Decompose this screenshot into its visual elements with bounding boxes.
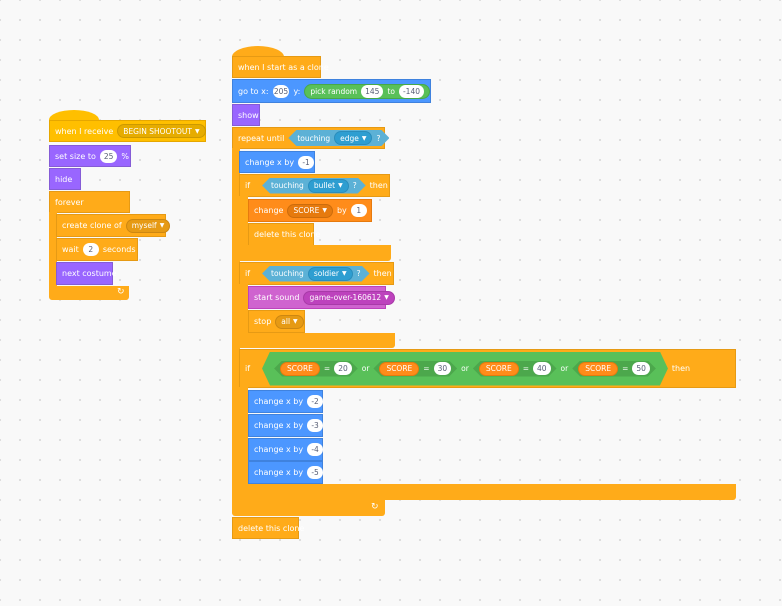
clone-target-dropdown[interactable]: myself▼ — [125, 218, 171, 233]
sound-dropdown[interactable]: game-over-160612▼ — [303, 290, 395, 305]
change-x-block-3[interactable]: change x by -3 — [248, 414, 324, 437]
chevron-down-icon: ▼ — [322, 207, 327, 214]
or-boolean-chain[interactable]: SCORE = 20 or SCORE = 30 or SCORE = 40 o… — [262, 352, 668, 386]
change-x-block-2[interactable]: change x by -2 — [248, 390, 324, 413]
score-equals-50[interactable]: SCORE = 50 — [572, 361, 656, 377]
message-dropdown[interactable]: BEGIN SHOOTOUT▼ — [117, 124, 206, 138]
hide-block[interactable]: hide — [49, 168, 81, 190]
delete-this-clone-block[interactable]: delete this clone — [232, 517, 304, 539]
chevron-down-icon: ▼ — [159, 222, 165, 229]
loop-arrow-icon: ↻ — [117, 287, 125, 297]
touching-bullet-boolean[interactable]: touching bullet▼ ? — [262, 178, 366, 194]
forever-block[interactable]: forever — [49, 191, 130, 213]
score-reporter[interactable]: SCORE — [578, 362, 618, 376]
if3-arm — [239, 387, 248, 500]
equals-input-3[interactable]: 40 — [533, 362, 551, 375]
bullet-dropdown[interactable]: bullet▼ — [308, 179, 349, 193]
pick-random-reporter[interactable]: pick random 145 to -140 — [304, 83, 430, 99]
if-touching-soldier-block[interactable]: if touching soldier▼ ? then — [239, 262, 394, 285]
edge-dropdown[interactable]: edge▼ — [334, 131, 372, 145]
chevron-down-icon: ▼ — [361, 134, 367, 142]
x-input[interactable]: 205 — [272, 84, 290, 98]
change-x-block-4[interactable]: change x by -4 — [248, 438, 324, 461]
when-i-receive-block[interactable]: when I receive BEGIN SHOOTOUT▼ — [49, 120, 206, 142]
score-reporter[interactable]: SCORE — [280, 362, 320, 376]
change-x-input[interactable]: -1 — [298, 155, 315, 169]
score-reporter[interactable]: SCORE — [479, 362, 519, 376]
forever-bottom — [49, 286, 129, 300]
if-score-or-block[interactable]: if SCORE = 20 or SCORE = 30 or SCORE = 4… — [239, 349, 736, 388]
create-clone-block[interactable]: create clone of myself▼ — [56, 214, 171, 237]
equals-input-4[interactable]: 50 — [632, 362, 650, 375]
when-i-start-as-clone-block[interactable]: when I start as a clone — [232, 56, 329, 78]
equals-input-1[interactable]: 20 — [334, 362, 352, 375]
if1-arm — [239, 196, 248, 261]
repeat-arm — [232, 148, 240, 504]
score-equals-30[interactable]: SCORE = 30 — [373, 361, 457, 377]
score-equals-40[interactable]: SCORE = 40 — [473, 361, 557, 377]
go-to-xy-block[interactable]: go to x: 205 y: pick random 145 to -140 — [232, 79, 431, 103]
score-equals-20[interactable]: SCORE = 20 — [274, 361, 358, 377]
forever-arm — [49, 212, 57, 288]
chevron-down-icon: ▼ — [338, 182, 343, 189]
chevron-down-icon: ▼ — [384, 294, 389, 301]
size-input[interactable]: 25 — [99, 149, 118, 163]
chevron-down-icon: ▼ — [293, 318, 298, 325]
stop-option-dropdown[interactable]: all▼ — [275, 314, 304, 329]
repeat-bottom — [232, 500, 385, 516]
change-x-input-4[interactable]: -4 — [307, 443, 324, 456]
if1-bottom — [239, 245, 391, 261]
loop-arrow-icon: ↻ — [371, 502, 379, 512]
set-size-block[interactable]: set size to 25 % — [49, 145, 131, 167]
equals-input-2[interactable]: 30 — [434, 362, 452, 375]
change-x-block[interactable]: change x by -1 — [239, 151, 315, 173]
change-x-input-2[interactable]: -2 — [307, 395, 324, 408]
if2-bottom — [239, 333, 395, 348]
wait-input[interactable]: 2 — [82, 243, 99, 256]
change-x-input-3[interactable]: -3 — [307, 419, 324, 432]
change-x-block-5[interactable]: change x by -5 — [248, 461, 324, 484]
show-block[interactable]: show — [232, 104, 260, 126]
if3-bottom — [239, 484, 736, 500]
if-touching-bullet-block[interactable]: if touching bullet▼ ? then — [239, 174, 390, 197]
touching-edge-boolean[interactable]: touching edge▼ ? — [288, 130, 389, 146]
repeat-until-block[interactable]: repeat until touching edge▼ ? — [232, 127, 385, 149]
change-x-input-5[interactable]: -5 — [307, 466, 324, 479]
chevron-down-icon: ▼ — [341, 270, 347, 277]
score-reporter[interactable]: SCORE — [379, 362, 419, 376]
random-from-input[interactable]: 145 — [361, 84, 384, 98]
next-costume-block[interactable]: next costume — [56, 262, 117, 285]
if2-arm — [239, 284, 248, 348]
wait-block[interactable]: wait 2 seconds — [56, 238, 138, 261]
change-score-block[interactable]: change SCORE▼ by 1 — [248, 199, 372, 222]
soldier-dropdown[interactable]: soldier▼ — [308, 267, 353, 281]
change-score-input[interactable]: 1 — [350, 204, 367, 217]
start-sound-block[interactable]: start sound game-over-160612▼ — [248, 286, 395, 309]
touching-soldier-boolean[interactable]: touching soldier▼ ? — [262, 266, 370, 282]
random-to-input[interactable]: -140 — [398, 84, 424, 98]
stop-all-block[interactable]: stop all▼ — [248, 310, 305, 333]
delete-this-clone-inner-block[interactable]: delete this clone — [248, 223, 320, 246]
chevron-down-icon: ▼ — [194, 127, 200, 135]
score-variable-dropdown[interactable]: SCORE▼ — [287, 203, 333, 218]
